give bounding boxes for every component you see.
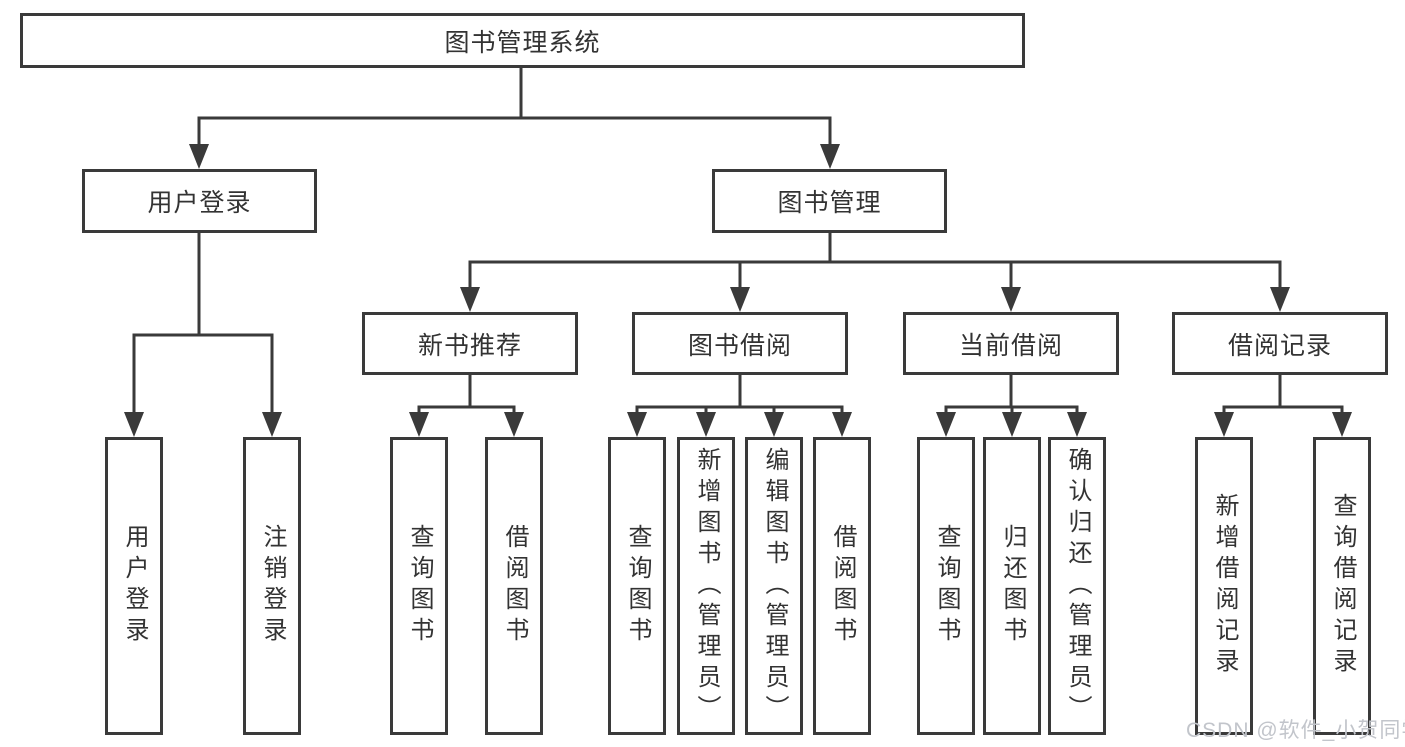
node-book-management: 图书管理 [712, 169, 947, 233]
arrowhead-icon [460, 287, 480, 312]
leaf-user-login: 用户登录 [105, 437, 163, 735]
node-borrowing-records: 借阅记录 [1172, 312, 1388, 375]
arrowhead-icon [696, 412, 716, 437]
connectors-book-borrowing [627, 375, 852, 437]
arrowhead-icon [764, 412, 784, 437]
leaf-add-books-admin: 新增图书（管理员） [677, 437, 735, 735]
arrowhead-icon [1067, 412, 1087, 437]
node-current-borrowing: 当前借阅 [903, 312, 1119, 375]
leaf-query-borrow-record: 查询借阅记录 [1313, 437, 1371, 735]
connectors-root [189, 68, 840, 169]
leaf-borrow-books: 借阅图书 [813, 437, 871, 735]
leaf-query-books-recommend: 查询图书 [390, 437, 448, 735]
arrowhead-icon [1332, 412, 1352, 437]
connectors-user-login [124, 233, 282, 437]
leaf-logout: 注销登录 [243, 437, 301, 735]
node-user-login: 用户登录 [82, 169, 317, 233]
arrowhead-icon [1270, 287, 1290, 312]
arrowhead-icon [1002, 412, 1022, 437]
arrowhead-icon [627, 412, 647, 437]
leaf-add-borrow-record: 新增借阅记录 [1195, 437, 1253, 735]
leaf-edit-books-admin: 编辑图书（管理员） [745, 437, 803, 735]
leaf-return-books: 归还图书 [983, 437, 1041, 735]
connectors-book-management [460, 233, 1290, 312]
arrowhead-icon [409, 412, 429, 437]
arrowhead-icon [1214, 412, 1234, 437]
node-library-management-system: 图书管理系统 [20, 13, 1025, 68]
arrowhead-icon [124, 412, 144, 437]
leaf-confirm-return-admin: 确认归还（管理员） [1048, 437, 1106, 735]
connectors-new-book-recommendation [409, 375, 524, 437]
arrowhead-icon [820, 144, 840, 169]
leaf-query-books-current: 查询图书 [917, 437, 975, 735]
arrowhead-icon [1001, 287, 1021, 312]
connectors-current-borrowing [936, 375, 1087, 437]
leaf-query-books-borrow: 查询图书 [608, 437, 666, 735]
arrowhead-icon [936, 412, 956, 437]
connectors-borrowing-records [1214, 375, 1352, 437]
arrowhead-icon [189, 144, 209, 169]
node-new-book-recommendation: 新书推荐 [362, 312, 578, 375]
arrowhead-icon [504, 412, 524, 437]
arrowhead-icon [730, 287, 750, 312]
arrowhead-icon [262, 412, 282, 437]
csdn-watermark: CSDN @软件_小贺同学 [1186, 719, 1405, 742]
arrowhead-icon [832, 412, 852, 437]
leaf-borrow-books-recommend: 借阅图书 [485, 437, 543, 735]
node-book-borrowing: 图书借阅 [632, 312, 848, 375]
